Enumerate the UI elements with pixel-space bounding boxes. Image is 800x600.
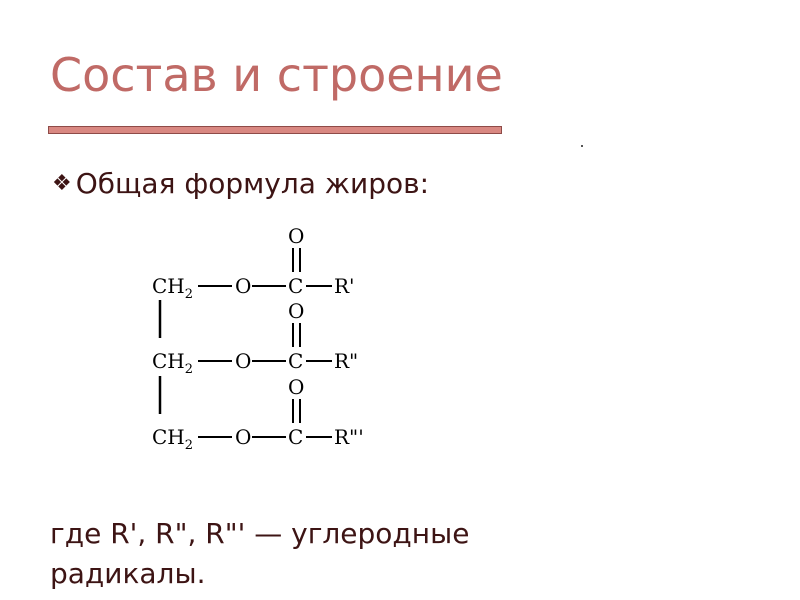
ch2-group-2: CH2 (152, 349, 193, 377)
radical-r3: R"' (334, 425, 364, 449)
ch2-group-3: CH2 (152, 425, 193, 453)
slide-title: Состав и строение (50, 48, 503, 102)
ester-oxygen-3: O (235, 425, 251, 449)
carbonyl-carbon-3: C (288, 425, 303, 449)
footer-note: где R', R", R"' — углеродные радикалы. (50, 514, 750, 594)
decorative-dot (581, 145, 583, 147)
ester-oxygen-1: O (235, 274, 251, 298)
carbonyl-carbon-2: C (288, 349, 303, 373)
ch2-group-1: CH2 (152, 274, 193, 302)
bullet-item: ❖Общая формула жиров: (52, 167, 429, 200)
title-underline-bar (48, 126, 502, 134)
fat-general-formula: CH2 O C R' O CH2 O C R" O CH2 O C R"' O (152, 224, 364, 453)
diamond-bullet-icon: ❖ (52, 171, 72, 196)
footer-line-1: где R', R", R"' — углеродные (50, 517, 470, 550)
ester-oxygen-2: O (235, 349, 251, 373)
footer-line-2: радикалы. (50, 557, 206, 590)
radical-r1: R' (334, 274, 355, 298)
carbonyl-oxygen-3: O (288, 375, 304, 399)
bullet-text: Общая формула жиров: (75, 167, 430, 200)
radical-r2: R" (334, 349, 358, 373)
carbonyl-oxygen-2: O (288, 299, 304, 323)
carbonyl-carbon-1: C (288, 274, 303, 298)
carbonyl-oxygen-1: O (288, 224, 304, 248)
